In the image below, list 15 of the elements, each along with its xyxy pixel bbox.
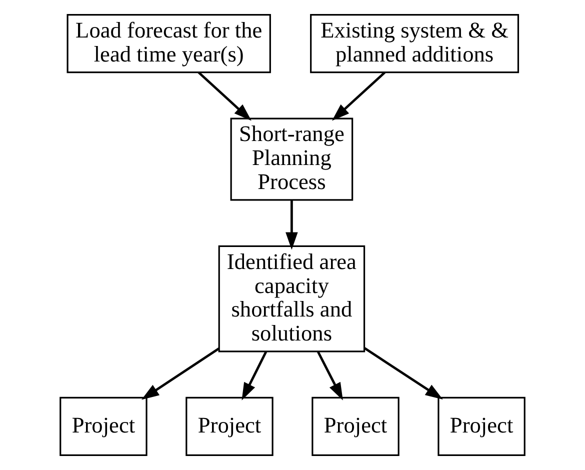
- node-box: Short-range Planning Process: [230, 118, 354, 201]
- node-box: Project: [186, 396, 274, 456]
- node-box: Project: [438, 396, 526, 456]
- arrow: [332, 72, 386, 121]
- node-box: Project: [312, 396, 400, 456]
- arrow: [242, 351, 268, 400]
- arrow: [364, 347, 443, 400]
- node-box: Load forecast for the lead time year(s): [66, 14, 271, 74]
- node-box: Identified area capacity shortfalls and solutions: [218, 245, 366, 352]
- arrow: [316, 351, 343, 400]
- node-box: Existing system & & planned additions: [310, 14, 520, 74]
- arrow: [198, 72, 252, 121]
- arrow: [286, 200, 298, 250]
- arrow: [141, 348, 220, 400]
- node-box: Project: [60, 396, 148, 456]
